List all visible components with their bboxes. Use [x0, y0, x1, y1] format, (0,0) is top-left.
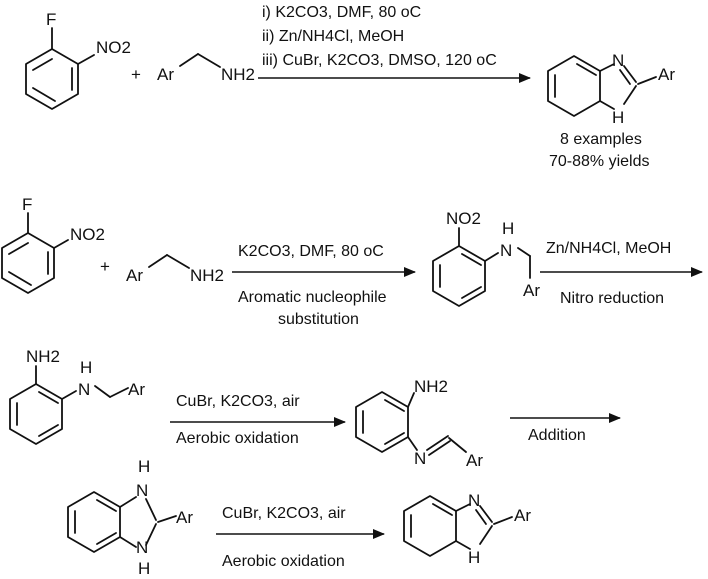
amine-label: NH2 [221, 65, 255, 84]
top-nh-h-label: H [138, 457, 150, 476]
step4-label: Addition [528, 427, 586, 444]
benzimidazole-product-structure [547, 55, 657, 117]
benzylamine-structure [179, 53, 221, 68]
plus-sign: + [131, 65, 141, 84]
final-nh-label: H [468, 548, 480, 567]
step1-label-line1: Aromatic nucleophile [238, 289, 387, 306]
benzylamine-structure-2 [148, 254, 190, 269]
step5-label: Aerobic oxidation [222, 553, 345, 570]
nh-n-label-intermediate: N [500, 241, 512, 260]
top-nh-n-label: N [136, 481, 148, 500]
nh-h-label-diamine: H [80, 358, 92, 377]
nh-label: H [612, 108, 624, 127]
dihydrobenzimidazole-structure [67, 491, 177, 553]
bottom-nh-n-label: N [136, 538, 148, 557]
step3-label: Aerobic oxidation [176, 430, 299, 447]
examples-count: 8 examples [560, 131, 642, 148]
condition-step-i: i) K2CO3, DMF, 80 oC [262, 4, 421, 21]
diamine-intermediate-structure [9, 365, 129, 445]
final-benzimidazole-structure [403, 495, 513, 557]
condition-step-ii: ii) Zn/NH4Cl, MeOH [262, 28, 404, 45]
imine-n-label: N [414, 449, 426, 468]
nh-h-label-intermediate: H [502, 219, 514, 238]
nitro-label-s2: NO2 [70, 225, 105, 244]
nitro-label-intermediate: NO2 [446, 209, 481, 228]
condition-step-iii: iii) CuBr, K2CO3, DMSO, 120 oC [262, 52, 497, 69]
step2-label: Nitro reduction [560, 290, 664, 307]
aryl-label-2: Ar [126, 266, 143, 285]
aryl-label-dihydro: Ar [176, 508, 193, 527]
step1-label-line2: substitution [278, 311, 359, 328]
imine-intermediate-structure [355, 391, 467, 456]
product-aryl-label: Ar [658, 65, 675, 84]
fluoro-label: F [46, 10, 56, 29]
fluoro-label-s2: F [22, 195, 32, 214]
fluoronitrobenzene-structure [25, 27, 95, 110]
final-aryl-label: Ar [514, 506, 531, 525]
nitro-label: NO2 [96, 38, 131, 57]
amine-label-imine: NH2 [414, 377, 448, 396]
step5-conditions: CuBr, K2CO3, air [222, 505, 346, 522]
final-imine-n-label: N [468, 491, 480, 510]
yield-range: 70-88% yields [549, 153, 650, 170]
step3-conditions: CuBr, K2CO3, air [176, 393, 300, 410]
aryl-label-imine: Ar [466, 451, 483, 470]
bottom-nh-h-label: H [138, 559, 150, 578]
step2-conditions: Zn/NH4Cl, MeOH [546, 240, 671, 257]
nitroaniline-intermediate-structure [432, 227, 531, 307]
aryl-label: Ar [157, 65, 174, 84]
aryl-label-diamine: Ar [128, 380, 145, 399]
amine-label-diamine: NH2 [26, 347, 60, 366]
plus-sign-2: + [100, 257, 110, 276]
nh-n-label-diamine: N [78, 380, 90, 399]
amine-label-2: NH2 [190, 266, 224, 285]
aryl-label-intermediate: Ar [523, 281, 540, 300]
imine-n-label: N [612, 51, 624, 70]
fluoronitrobenzene-structure-2 [1, 212, 69, 294]
step1-conditions: K2CO3, DMF, 80 oC [238, 243, 384, 260]
